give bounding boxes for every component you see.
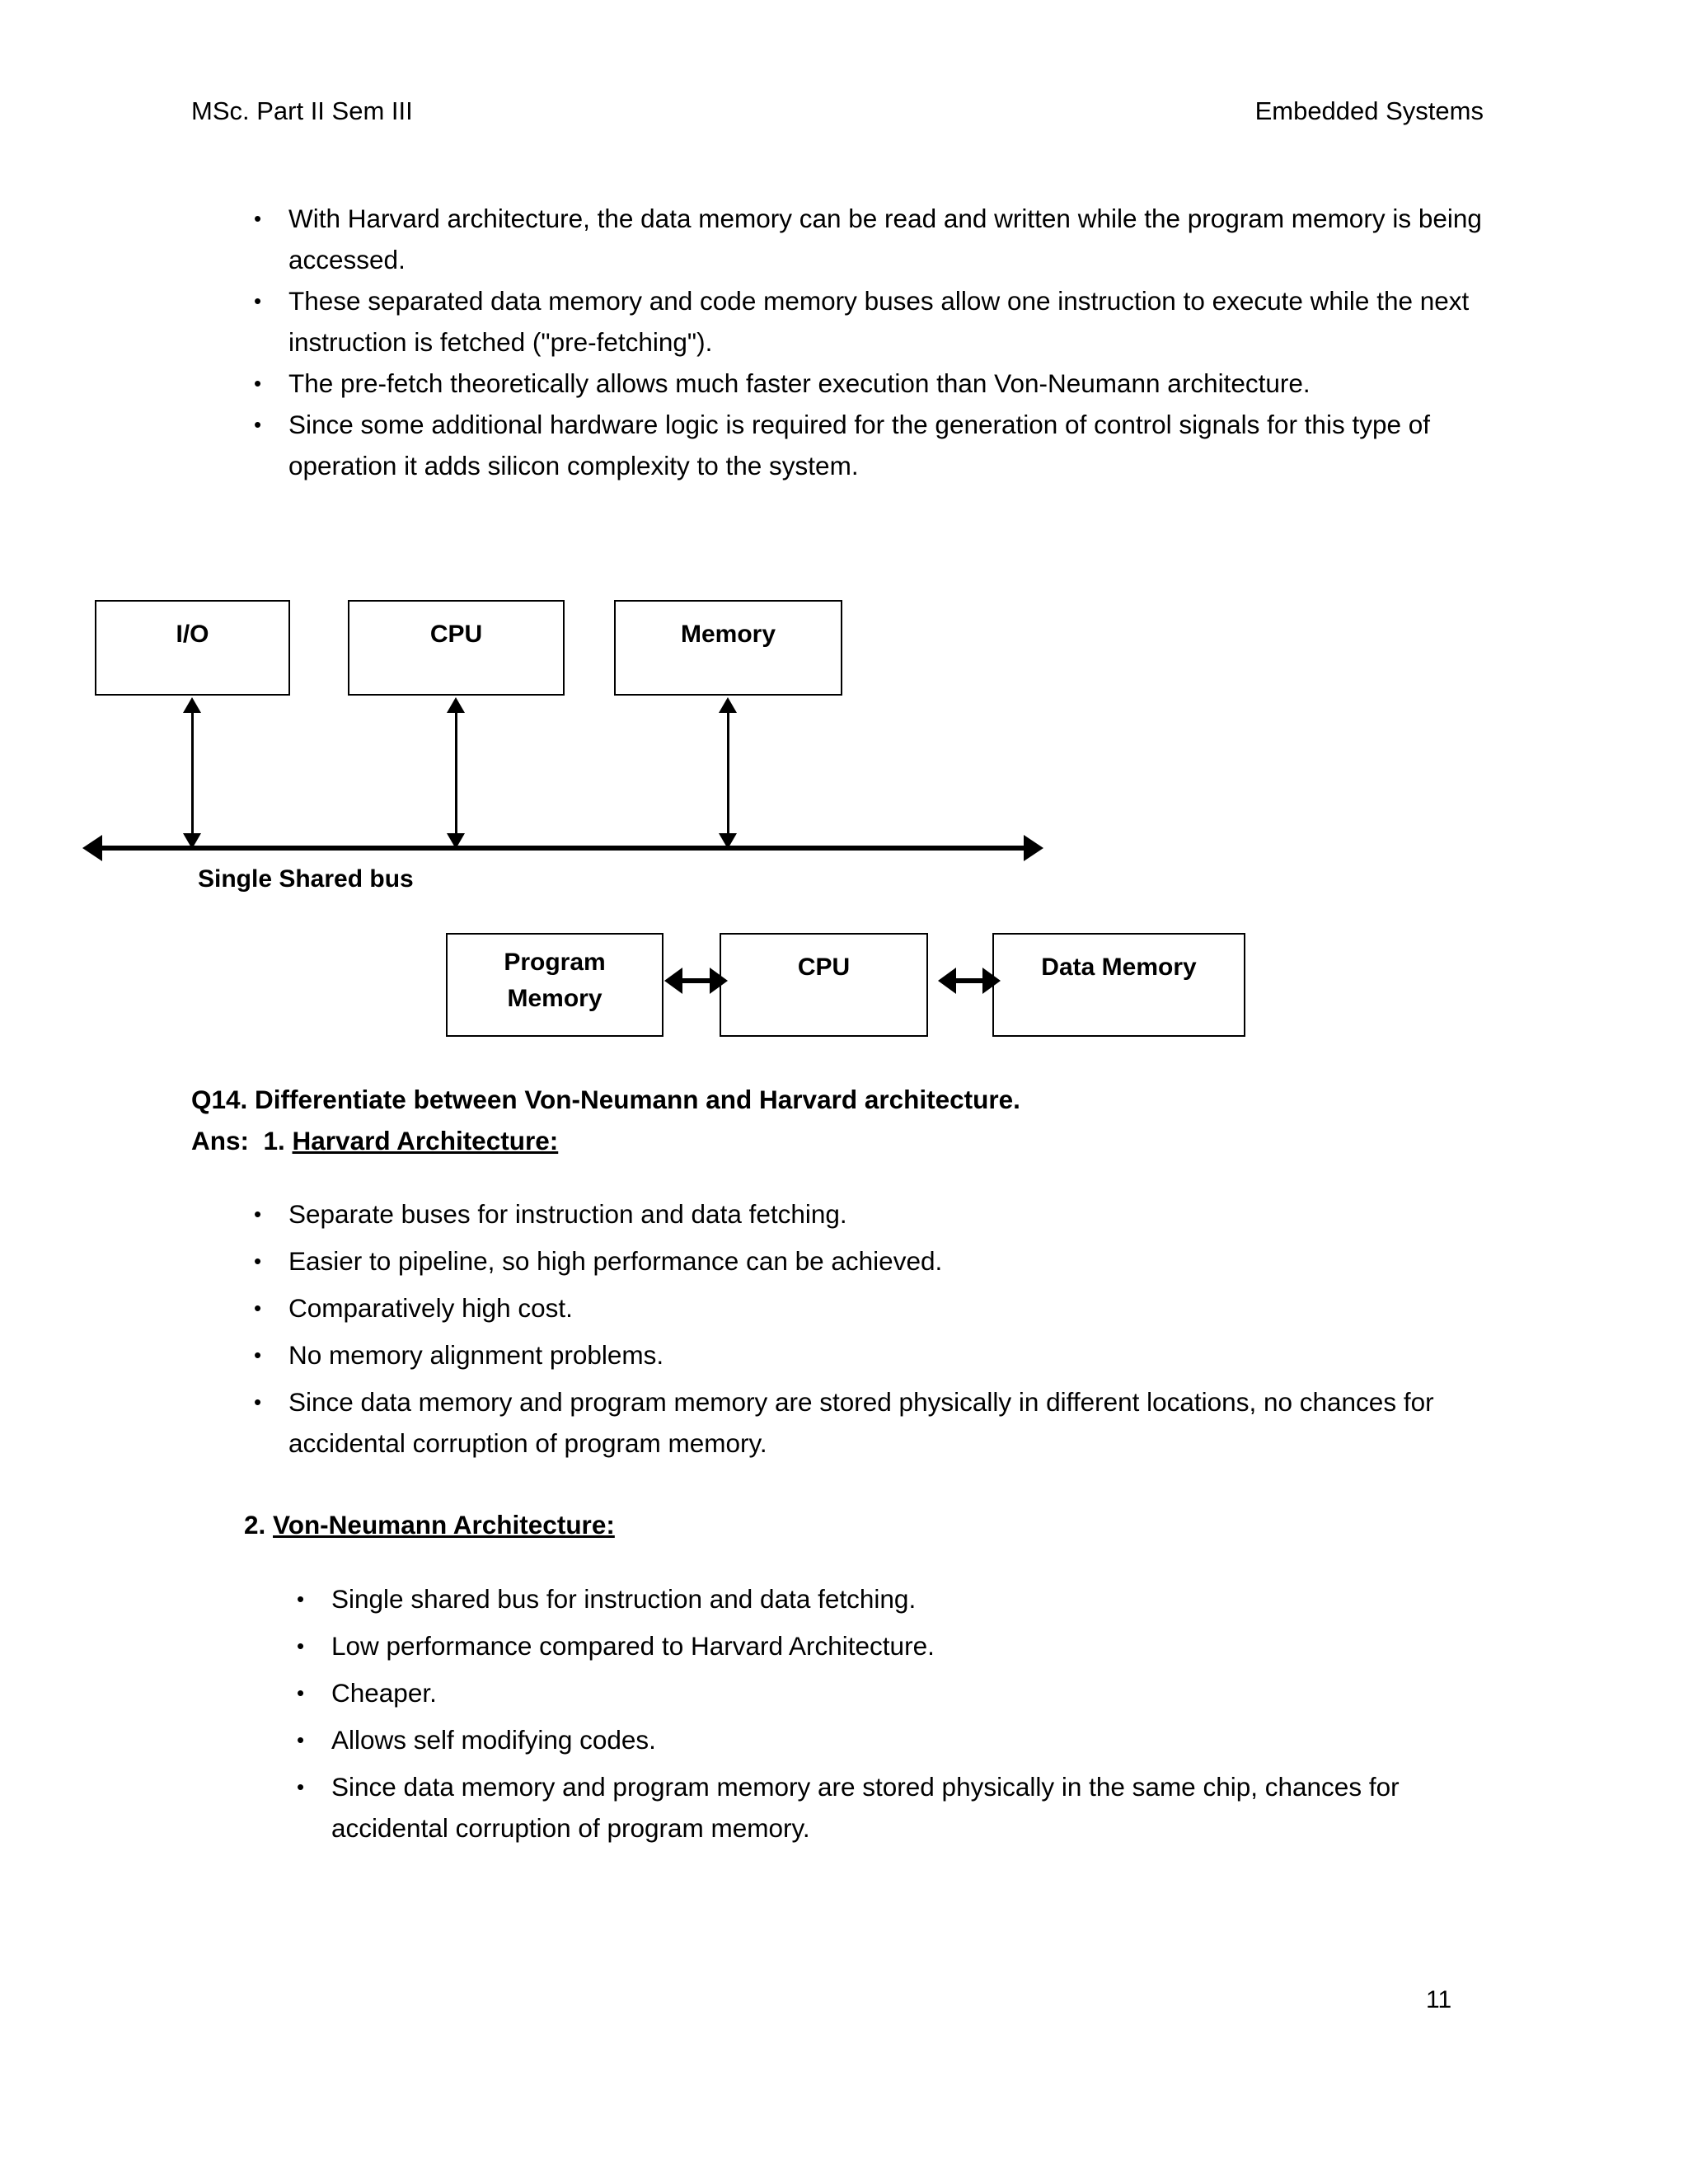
list-item: These separated data memory and code mem… — [237, 280, 1490, 363]
list-item: Single shared bus for instruction and da… — [280, 1578, 1492, 1619]
shared-bus-label: Single Shared bus — [198, 865, 414, 893]
list-item: Since data memory and program memory are… — [280, 1766, 1492, 1849]
diagram-box-program-memory-label: Program Memory — [504, 935, 605, 1017]
von-neumann-bullet-list: Single shared bus for instruction and da… — [280, 1578, 1492, 1854]
connector-line-cpu-data-memory — [945, 978, 984, 983]
connector-line-io — [191, 709, 194, 844]
arrow-right-icon — [982, 968, 1001, 994]
diagram-box-program-memory: Program Memory — [446, 933, 663, 1037]
connector-line-program-memory-cpu — [672, 978, 711, 983]
connector-line-cpu — [455, 709, 457, 844]
diagram-box-io-label: I/O — [176, 621, 209, 648]
list-item: Separate buses for instruction and data … — [237, 1193, 1490, 1235]
list-item: The pre-fetch theoretically allows much … — [237, 363, 1490, 404]
diagram-box-data-memory-label: Data Memory — [1041, 954, 1197, 981]
arrow-right-icon — [710, 968, 728, 994]
list-item: With Harvard architecture, the data memo… — [237, 198, 1490, 280]
diagram-box-memory: Memory — [614, 600, 842, 696]
page-number: 11 — [1426, 1986, 1452, 2013]
list-item: Low performance compared to Harvard Arch… — [280, 1625, 1492, 1666]
shared-bus-line — [101, 846, 1024, 851]
section-number: 2. — [244, 1510, 274, 1540]
harvard-architecture-subheading: Harvard Architecture: — [292, 1126, 559, 1155]
von-neumann-section-heading: 2. Von-Neumann Architecture: — [244, 1510, 615, 1540]
answer-prefix: Ans: 1. — [191, 1126, 293, 1155]
diagram-box-data-memory: Data Memory — [992, 933, 1245, 1037]
von-neumann-architecture-diagram: I/O CPU Memory — [0, 577, 1154, 923]
arrow-right-icon — [1024, 835, 1043, 861]
diagram-box-cpu: CPU — [720, 933, 928, 1037]
arrow-left-icon — [938, 968, 956, 994]
list-item: Cheaper. — [280, 1672, 1492, 1713]
list-item: Easier to pipeline, so high performance … — [237, 1240, 1490, 1282]
header-course-label: MSc. Part II Sem III — [191, 96, 413, 125]
list-item: Since some additional hardware logic is … — [237, 404, 1490, 486]
question-heading: Q14. Differentiate between Von-Neumann a… — [191, 1085, 1020, 1114]
answer-heading: Ans: 1. Harvard Architecture: — [191, 1126, 558, 1156]
diagram-box-cpu-label: CPU — [797, 954, 851, 981]
diagram-box-cpu: CPU — [348, 600, 565, 696]
connector-line-memory — [727, 709, 729, 844]
program-memory-line-2: Memory — [507, 985, 603, 1012]
arrow-up-icon — [447, 697, 465, 713]
arrow-down-icon — [183, 833, 201, 849]
intro-bullet-list: With Harvard architecture, the data memo… — [237, 198, 1490, 486]
arrow-down-icon — [719, 833, 737, 849]
diagram-box-cpu-label: CPU — [429, 621, 483, 648]
arrow-down-icon — [447, 833, 465, 849]
page-header: MSc. Part II Sem III Embedded Systems — [191, 96, 1484, 126]
diagram-box-memory-label: Memory — [680, 621, 776, 648]
program-memory-line-1: Program — [504, 949, 606, 976]
header-subject-label: Embedded Systems — [1254, 96, 1484, 125]
list-item: No memory alignment problems. — [237, 1334, 1490, 1376]
list-item: Allows self modifying codes. — [280, 1719, 1492, 1760]
harvard-architecture-diagram: Program Memory CPU Data Memory — [0, 923, 1319, 1063]
arrow-up-icon — [719, 697, 737, 713]
list-item: Comparatively high cost. — [237, 1287, 1490, 1329]
diagram-box-io: I/O — [95, 600, 290, 696]
arrow-up-icon — [183, 697, 201, 713]
harvard-bullet-list: Separate buses for instruction and data … — [237, 1193, 1490, 1469]
von-neumann-architecture-subheading: Von-Neumann Architecture: — [273, 1510, 615, 1540]
arrow-left-icon — [664, 968, 682, 994]
list-item: Since data memory and program memory are… — [237, 1381, 1490, 1464]
arrow-left-icon — [82, 835, 102, 861]
